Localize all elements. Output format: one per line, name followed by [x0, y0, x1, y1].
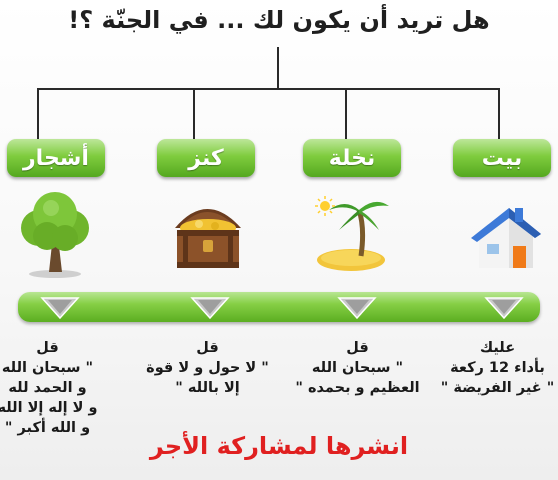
- tree-connector-drop-3: [345, 88, 347, 140]
- tree-connector-horizontal: [37, 88, 500, 90]
- tree-connector-drop-2: [193, 88, 195, 140]
- house-icon: [455, 188, 555, 278]
- footer-share-text: انشرها لمشاركة الأجر: [149, 432, 409, 460]
- description-trees: قل " سبحان الله و الحمد لله و لا إله إلا…: [0, 340, 98, 436]
- tree-icon: [5, 188, 105, 278]
- label-house: بيت: [453, 139, 551, 177]
- tree-connector-stem: [277, 47, 279, 89]
- label-trees: أشجار: [7, 139, 105, 177]
- treasure-chest-icon: [157, 188, 257, 278]
- down-arrow-icon: [484, 297, 524, 320]
- arrow-bar: [18, 292, 540, 322]
- palm-island-icon: [305, 188, 405, 278]
- down-arrow-icon: [40, 297, 80, 320]
- description-palm: قل " سبحان الله العظيم و بحمده ": [295, 340, 420, 396]
- tree-connector-drop-4: [498, 88, 500, 140]
- label-palm: نخلة: [303, 139, 401, 177]
- description-treasure: قل " لا حول و لا قوة إلا بالله ": [146, 340, 269, 396]
- page-title: هل تريد أن يكون لك ... في الجنّة ؟!: [68, 6, 490, 34]
- down-arrow-icon: [190, 297, 230, 320]
- down-arrow-icon: [337, 297, 377, 320]
- description-house: عليك بأداء 12 ركعة " غير الفريضة ": [440, 340, 555, 396]
- tree-connector-drop-1: [37, 88, 39, 140]
- label-treasure: كنز: [157, 139, 255, 177]
